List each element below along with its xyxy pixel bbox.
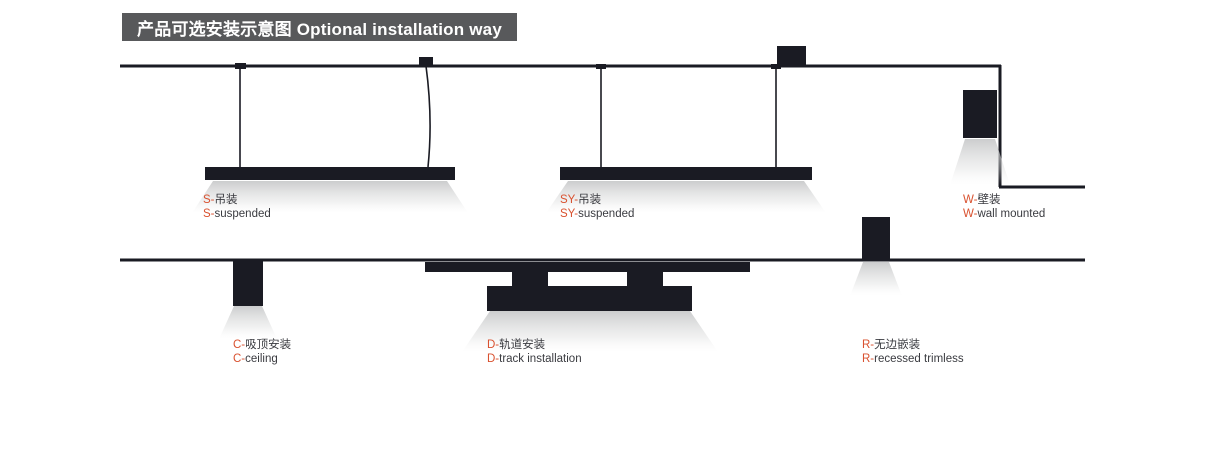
label-sy-en-text: suspended (578, 208, 635, 220)
label-sy-cn: SY-吊装 (560, 193, 634, 207)
label-s-cn-prefix: S- (203, 194, 215, 206)
label-w-en-text: wall mounted (977, 208, 1046, 220)
d-light-beam (462, 311, 718, 352)
sy-suspended-fixture (560, 167, 812, 180)
label-r-recessed: R-无边嵌装 R-recessed trimless (862, 338, 964, 366)
label-w-cn: W-壁装 (963, 193, 1045, 207)
d-track-mount-right (627, 272, 663, 286)
label-sy-suspended: SY-吊装 SY-suspended (560, 193, 634, 221)
label-c-en: C-ceiling (233, 352, 291, 366)
label-d-en-text: track installation (499, 353, 582, 365)
label-d-cn: D-轨道安装 (487, 338, 582, 352)
c-ceiling-fixture (233, 261, 263, 306)
d-track-mount-left (512, 272, 548, 286)
s-light-beam (192, 181, 468, 213)
label-sy-cn-text: 吊装 (578, 194, 602, 206)
r-light-beam (850, 262, 902, 296)
label-sy-en-prefix: SY- (560, 208, 579, 220)
label-s-suspended: S-吊装 S-suspended (203, 193, 271, 221)
d-track-fixture (487, 286, 692, 311)
label-c-ceiling: C-吸顶安装 C-ceiling (233, 338, 291, 366)
label-c-cn-text: 吸顶安装 (245, 339, 292, 351)
sy-canopy-left (596, 64, 606, 69)
s-canopy (235, 63, 246, 69)
label-w-en: W-wall mounted (963, 207, 1045, 221)
label-w-wall-mounted: W-壁装 W-wall mounted (963, 193, 1045, 221)
label-c-cn-prefix: C- (233, 339, 246, 351)
s-suspension-wire (425, 65, 431, 168)
label-sy-en: SY-suspended (560, 207, 634, 221)
label-c-en-text: ceiling (245, 353, 278, 365)
s-suspended-fixture (205, 167, 455, 180)
page-title: 产品可选安装示意图 Optional installation way (122, 13, 517, 41)
label-c-cn: C-吸顶安装 (233, 338, 291, 352)
label-r-en: R-recessed trimless (862, 352, 964, 366)
w-light-beam (950, 139, 1010, 185)
label-r-cn-prefix: R- (862, 339, 875, 351)
ceiling-feed-box (777, 46, 806, 66)
label-w-cn-text: 壁装 (977, 194, 1001, 206)
label-d-track: D-轨道安装 D-track installation (487, 338, 582, 366)
d-track-rail (425, 262, 750, 272)
label-d-en-prefix: D- (487, 353, 500, 365)
label-r-cn: R-无边嵌装 (862, 338, 964, 352)
label-s-cn-text: 吊装 (214, 194, 238, 206)
label-w-cn-prefix: W- (963, 194, 978, 206)
label-r-en-prefix: R- (862, 353, 875, 365)
label-d-cn-prefix: D- (487, 339, 500, 351)
s-wire-canopy (419, 57, 433, 66)
label-s-en-text: suspended (214, 208, 271, 220)
label-s-en: S-suspended (203, 207, 271, 221)
label-s-en-prefix: S- (203, 208, 215, 220)
label-sy-cn-prefix: SY- (560, 194, 579, 206)
label-d-en: D-track installation (487, 352, 582, 366)
label-s-cn: S-吊装 (203, 193, 271, 207)
label-r-en-text: recessed trimless (874, 353, 964, 365)
sy-light-beam (546, 181, 826, 213)
sy-canopy-right (771, 64, 781, 69)
w-wall-fixture (963, 90, 997, 138)
label-r-cn-text: 无边嵌装 (874, 339, 921, 351)
label-w-en-prefix: W- (963, 208, 978, 220)
r-recessed-fixture (862, 217, 890, 260)
c-light-beam (219, 306, 277, 339)
label-c-en-prefix: C- (233, 353, 246, 365)
label-d-cn-text: 轨道安装 (499, 339, 546, 351)
